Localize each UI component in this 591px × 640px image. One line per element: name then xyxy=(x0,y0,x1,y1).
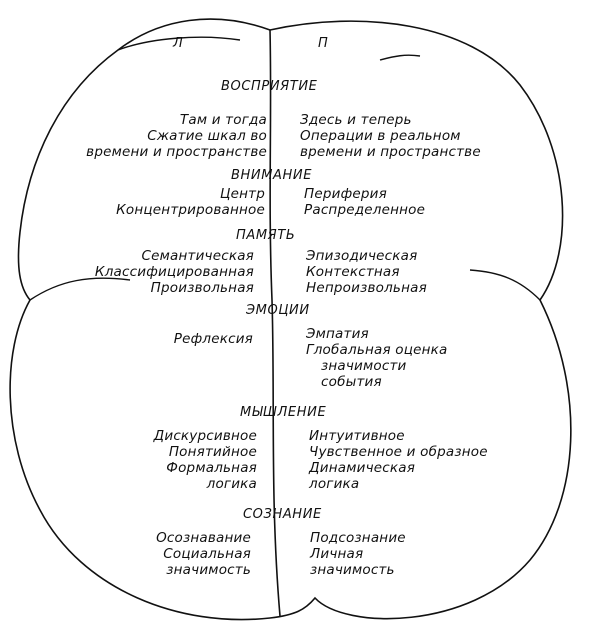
list-item: Здесь и теперь xyxy=(300,112,412,128)
list-item: логика xyxy=(309,476,360,492)
consciousness-right-list: Подсознание Личная значимость xyxy=(310,530,406,578)
list-item: Распределенное xyxy=(304,202,426,218)
section-title-emotions: ЭМОЦИИ xyxy=(246,303,310,318)
list-item: Произвольная xyxy=(150,280,254,296)
attention-right-list: Периферия Распределенное xyxy=(304,186,425,218)
perception-right-list: Здесь и теперь Операции в реальном време… xyxy=(300,112,481,160)
list-item: Осознавание xyxy=(156,530,251,546)
list-item: Дискурсивное xyxy=(153,428,257,444)
brain-outline xyxy=(9,18,572,621)
left-hemisphere-label: Л xyxy=(173,36,184,51)
section-title-attention: ВНИМАНИЕ xyxy=(231,168,313,183)
list-item: Там и тогда xyxy=(179,112,267,128)
list-item: Формальная xyxy=(166,460,257,476)
list-item: Периферия xyxy=(304,186,387,202)
left-lobe-curve xyxy=(29,277,131,301)
list-item: события xyxy=(321,374,382,390)
list-item: Центр xyxy=(219,186,265,202)
list-item: значимость xyxy=(166,562,251,578)
section-title-consciousness: СОЗНАНИЕ xyxy=(243,507,322,522)
list-item: Семантическая xyxy=(141,248,254,264)
list-item: Классифицированная xyxy=(94,264,254,280)
section-title-thinking: МЫШЛЕНИЕ xyxy=(240,405,327,420)
emotions-left-list: Рефлексия xyxy=(174,331,253,347)
list-item: Эмпатия xyxy=(306,326,369,342)
perception-left-list: Там и тогда Сжатие шкал во времени и про… xyxy=(86,112,267,160)
list-item: Интуитивное xyxy=(309,428,405,444)
list-item: Личная xyxy=(310,546,364,562)
thinking-left-list: Дискурсивное Понятийное Формальная логик… xyxy=(154,428,257,492)
list-item: Сжатие шкал во xyxy=(147,128,267,144)
section-title-perception: ВОСПРИЯТИЕ xyxy=(221,79,318,94)
list-item: значимости xyxy=(321,358,407,374)
list-item: Непроизвольная xyxy=(306,280,427,296)
list-item: времени и пространстве xyxy=(300,144,481,160)
left-upper-notch xyxy=(117,36,241,51)
list-item: Подсознание xyxy=(310,530,406,546)
right-hemisphere-label: П xyxy=(318,36,329,51)
list-item: Понятийное xyxy=(168,444,257,460)
list-item: Операции в реальном xyxy=(300,128,461,144)
list-item: Эпизодическая xyxy=(306,248,418,264)
list-item: Глобальная оценка xyxy=(306,342,448,358)
attention-left-list: Центр Концентрированное xyxy=(116,186,265,218)
list-item: Чувственное и образное xyxy=(309,444,488,460)
list-item: Динамическая xyxy=(309,460,416,476)
consciousness-left-list: Осознавание Социальная значимость xyxy=(156,530,251,578)
list-item: логика xyxy=(206,476,257,492)
list-item: Социальная xyxy=(163,546,251,562)
list-item: Рефлексия xyxy=(173,331,253,347)
thinking-right-list: Интуитивное Чувственное и образное Динам… xyxy=(309,428,488,492)
list-item: значимость xyxy=(310,562,395,578)
section-title-memory: ПАМЯТЬ xyxy=(236,228,296,243)
right-lower-curve xyxy=(469,269,541,301)
list-item: времени и пространстве xyxy=(86,144,267,160)
list-item: Контекстная xyxy=(306,264,400,280)
emotions-right-list: Эмпатия Глобальная оценка значимости соб… xyxy=(306,326,448,390)
right-upper-notch xyxy=(379,54,421,61)
list-item: Концентрированное xyxy=(116,202,265,218)
memory-left-list: Семантическая Классифицированная Произво… xyxy=(95,248,254,296)
central-fissure-line xyxy=(269,29,281,617)
memory-right-list: Эпизодическая Контекстная Непроизвольная xyxy=(306,248,427,296)
